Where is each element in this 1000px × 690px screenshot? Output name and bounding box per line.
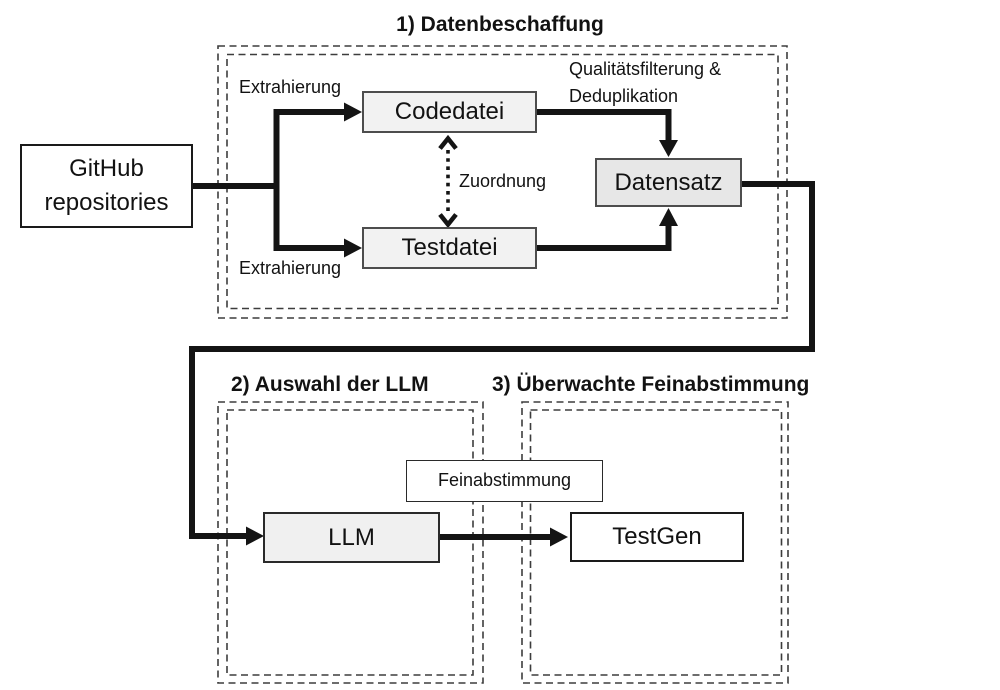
section-title-auswahl-llm: 2) Auswahl der LLM	[231, 373, 429, 396]
node-codedatei: Codedatei	[362, 91, 537, 133]
section-frame-ueberwachte-feinabstimmung	[521, 401, 789, 684]
node-testgen: TestGen	[570, 512, 744, 562]
edge-github-to-files	[193, 102, 362, 258]
node-github-repositories: GitHub repositories	[20, 144, 193, 228]
node-llm: LLM	[263, 512, 440, 563]
edge-label-qualitaetsfilterung-deduplikation: Qualitätsfilterung & Deduplikation	[569, 59, 722, 106]
node-datensatz: Datensatz	[595, 158, 742, 207]
edge-zuordnung-dotted-arrow	[438, 134, 458, 229]
edge-label-extrahierung-bottom: Extrahierung	[239, 258, 342, 278]
edge-label-extrahierung-top: Extrahierung	[239, 77, 342, 97]
edge-datensatz-to-llm	[189, 181, 815, 546]
node-testdatei: Testdatei	[362, 227, 537, 269]
section-title-ueberwachte-feinabstimmung: 3) Überwachte Feinabstimmung	[492, 373, 810, 396]
section-frame-auswahl-llm	[217, 401, 484, 684]
section-title-datenbeschaffung: 1) Datenbeschaffung	[396, 13, 604, 36]
edge-testdatei-to-datensatz	[537, 208, 678, 251]
label-box-feinabstimmung: Feinabstimmung	[406, 460, 603, 502]
edge-label-zuordnung: Zuordnung	[459, 171, 547, 191]
edge-codedatei-to-datensatz	[537, 109, 678, 157]
edge-llm-to-testgen	[440, 527, 568, 547]
